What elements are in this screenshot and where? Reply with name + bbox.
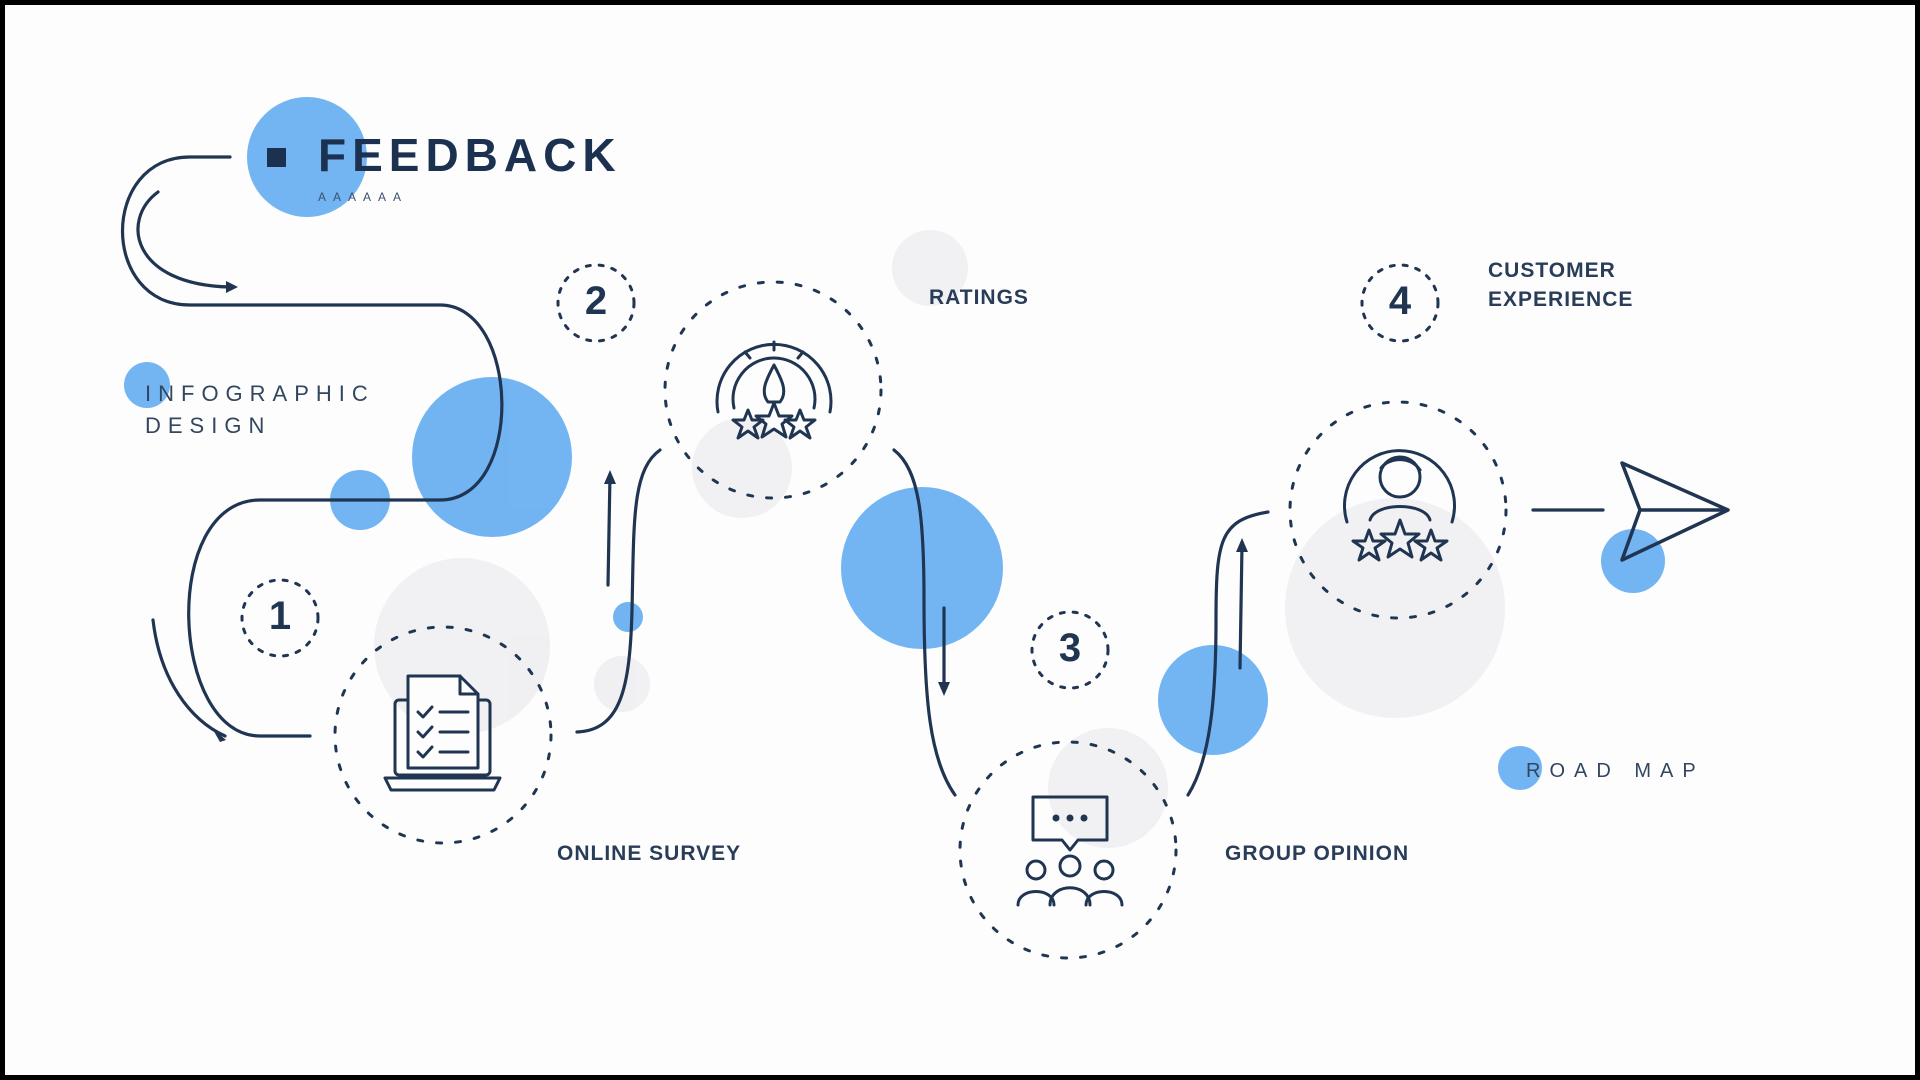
infographic-label-line2: DESIGN xyxy=(145,413,272,438)
step-2-number: 2 xyxy=(584,279,608,323)
arrowheads xyxy=(212,281,1248,742)
flow-line-up-arrow-2 xyxy=(1238,543,1244,670)
rating-gauge-stars-icon xyxy=(715,340,833,440)
step-1-number: 1 xyxy=(268,594,292,638)
step-3-icon-ring xyxy=(958,740,1178,960)
step-4-caption-line1: CUSTOMER xyxy=(1488,259,1616,282)
step-4-caption-line2: EXPERIENCE xyxy=(1488,288,1634,311)
flow-line-group-up xyxy=(1186,510,1270,797)
flow-line-ratings-down xyxy=(892,448,957,797)
flow-line-top-loop xyxy=(121,155,504,738)
page-title: FEEDBACK xyxy=(318,129,622,181)
step-4-icon-ring xyxy=(1288,400,1508,620)
step-4-caption: CUSTOMER EXPERIENCE xyxy=(1488,256,1633,314)
paper-plane-icon xyxy=(1620,461,1730,562)
group-chat-icon xyxy=(1016,795,1124,907)
road-map-label: ROAD MAP xyxy=(1526,760,1705,782)
step-2-icon-ring xyxy=(663,280,883,500)
online-survey-laptop-icon xyxy=(383,674,502,792)
step-1-number-ring xyxy=(240,578,320,658)
step-4-number: 4 xyxy=(1388,279,1412,323)
step-3-number: 3 xyxy=(1058,626,1082,670)
infographic-label-line1: INFOGRAPHIC xyxy=(145,381,375,406)
flow-line-inner-hook xyxy=(136,190,232,289)
customer-stars-icon xyxy=(1343,449,1456,562)
flow-path xyxy=(121,155,1605,797)
step-4-number-ring xyxy=(1360,263,1440,343)
title-subtitle-glyphs: AAAAAA xyxy=(318,190,409,204)
title-bullet-square xyxy=(267,148,286,167)
infographic-design-label: INFOGRAPHIC DESIGN xyxy=(145,378,375,442)
step-2-number-ring xyxy=(556,263,636,343)
step-3-caption: GROUP OPINION xyxy=(1225,842,1410,865)
flow-line-up-arrow-1 xyxy=(606,473,612,587)
step-2-caption: RATINGS xyxy=(929,286,1029,309)
background-gray-circles xyxy=(374,230,1505,848)
flow-line-survey-to-ratings xyxy=(575,448,662,734)
step-1-icon-ring xyxy=(333,625,553,845)
step-1-caption: ONLINE SURVEY xyxy=(557,842,742,865)
step-3-number-ring xyxy=(1030,610,1110,690)
